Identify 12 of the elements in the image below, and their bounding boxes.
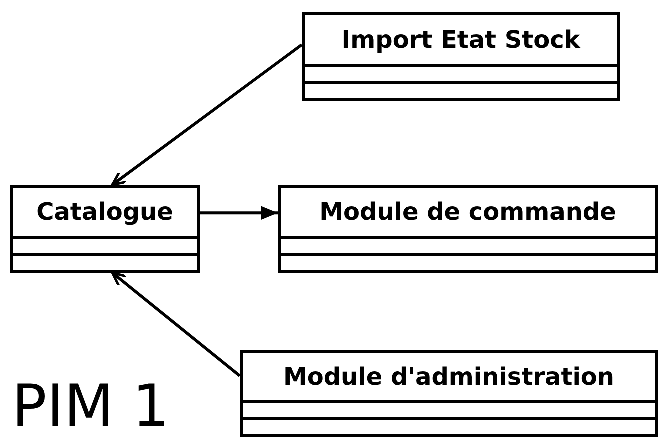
class-box [278,185,658,273]
class-name: Module d'administration [283,362,614,390]
class-box [240,350,658,437]
class-name: Catalogue [36,198,174,226]
class-box [10,185,200,273]
arrow [111,44,303,186]
arrow [111,272,241,378]
arrow [200,206,278,220]
class-name: Import Etat Stock [342,26,580,54]
class-box [302,12,620,101]
diagram-label: PIM 1 [12,377,170,435]
class-name: Module de commande [320,198,616,226]
